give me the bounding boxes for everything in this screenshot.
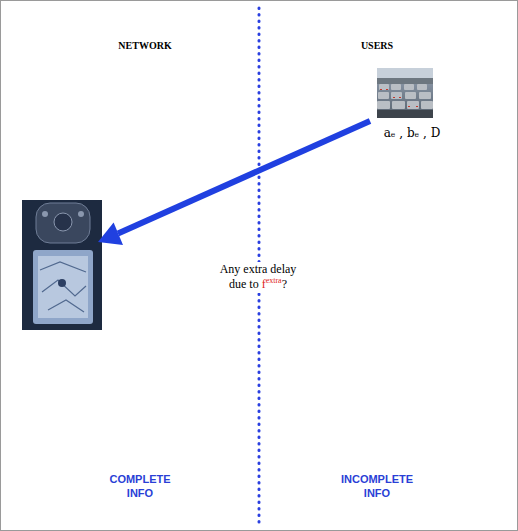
user-parameters: aₑ , bₑ , D bbox=[372, 126, 452, 140]
gps-device-photo bbox=[22, 200, 102, 330]
region-heading: USERS bbox=[332, 40, 422, 51]
variable-name: f bbox=[262, 277, 266, 291]
question-mark: ? bbox=[282, 277, 287, 291]
region-heading: NETWORK bbox=[100, 40, 190, 51]
info-label: COMPLETE INFO bbox=[99, 472, 181, 500]
question-text: Any extra delay due tofextra? bbox=[214, 262, 302, 293]
variable-superscript: extra bbox=[266, 276, 282, 285]
info-label: INCOMPLETE INFO bbox=[336, 472, 418, 500]
traffic-photo bbox=[377, 68, 433, 118]
blue-arrow bbox=[98, 121, 370, 245]
